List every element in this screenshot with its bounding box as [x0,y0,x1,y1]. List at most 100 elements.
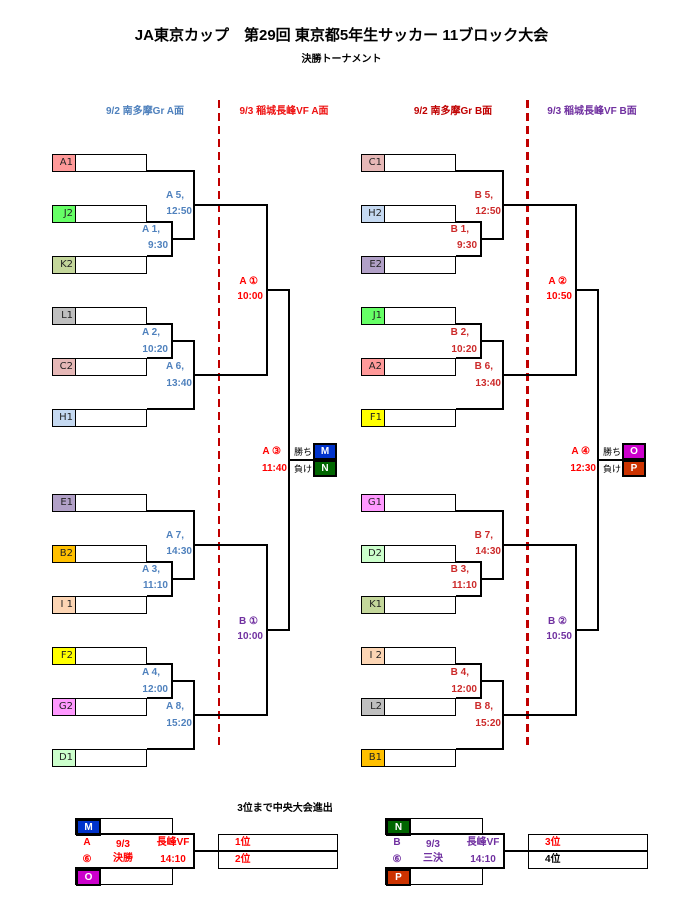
bracket-line [147,255,173,257]
match-label: A 8, [166,701,184,712]
match-label: A 6, [166,361,184,372]
team-slot: C1 [361,154,456,172]
bracket-line [147,663,173,665]
bracket-line [147,323,173,325]
bracket-line [147,408,195,410]
match-label: A 5, [166,190,184,201]
loser-code-box: P [622,460,646,477]
bracket-line [385,867,505,869]
team-seed-label: C1 [362,155,385,171]
result-place-label: 3位 [545,837,561,848]
bracket-line [456,408,504,410]
bracket-line [503,544,577,546]
team-seed-label: J2 [53,206,76,222]
team-seed-label: A1 [53,155,76,171]
team-seed-label: B2 [53,546,76,562]
day-divider-line-b [526,100,529,748]
match-time: 9:30 [456,240,477,251]
final-venue: 長峰VF [156,837,190,848]
semifinal-time: 10:00 [237,631,263,642]
bracket-line [481,340,504,342]
match-time: 10:20 [451,344,477,355]
match-label: B 7, [474,530,493,541]
final-slot-bottom: P [385,868,483,886]
final-slot-top-code: M [76,819,101,836]
bracket-line [147,561,173,563]
team-seed-label: L1 [53,308,76,324]
team-slot: K1 [361,596,456,614]
result-place-label: 2位 [235,854,251,865]
lose-label: 負け [603,464,622,474]
bracket-line [456,255,482,257]
bracket-line [456,663,482,665]
bracket-line [576,629,599,631]
bracket-line [456,221,482,223]
team-seed-label: E1 [53,495,76,511]
block-final-label: A ④ [571,446,590,457]
bracket-line [481,578,504,580]
bracket-line [75,833,195,835]
lose-label: 負け [294,464,313,474]
final-venue: 長峰VF [466,837,500,848]
match-label: B 4, [450,667,469,678]
match-time: 12:50 [475,206,501,217]
match-time: 13:40 [475,378,501,389]
team-seed-label: K2 [53,257,76,273]
team-slot: B2 [52,545,147,563]
team-slot: J1 [361,307,456,325]
team-seed-label: K1 [362,597,385,613]
bracket-line [147,748,195,750]
team-slot: F2 [52,647,147,665]
bracket-line [172,238,195,240]
column-header-day1-b: 9/2 南多摩Gr B面 [413,106,493,117]
final-slot-bottom: O [75,868,173,886]
match-time: 10:20 [142,344,168,355]
bracket-line [576,289,599,291]
block-final-time: 11:40 [261,463,287,474]
final-match-number: ⑥ [392,854,402,865]
match-label: A 1, [142,224,160,235]
team-slot: L2 [361,698,456,716]
page-subtitle: 決勝トーナメント [301,54,382,65]
semifinal-time: 10:50 [546,631,572,642]
team-slot: A1 [52,154,147,172]
match-time: 15:20 [166,718,192,729]
team-seed-label: D1 [53,750,76,766]
match-time: 11:10 [451,580,477,591]
bracket-line [147,697,173,699]
semifinal-label: B ① [239,616,258,627]
team-slot: C2 [52,358,147,376]
match-label: B 2, [450,327,469,338]
match-time: 12:50 [166,206,192,217]
team-slot: E1 [52,494,147,512]
team-seed-label: I 1 [53,597,76,613]
bracket-line [481,680,504,682]
team-slot: A2 [361,358,456,376]
bracket-line [456,323,482,325]
result-place-label: 4位 [545,854,561,865]
bracket-line [456,170,504,172]
team-seed-label: B1 [362,750,385,766]
match-label: A 4, [142,667,160,678]
final-slot-top-code: N [386,819,411,836]
team-seed-label: H2 [362,206,385,222]
final-slot-bottom-code: P [386,869,411,886]
block-final-label: A ③ [262,446,281,457]
final-match-number: ⑥ [82,854,92,865]
bracket-line [267,629,290,631]
bracket-line [504,850,529,852]
match-time: 14:30 [475,546,501,557]
team-slot: H2 [361,205,456,223]
bracket-line [503,714,577,716]
bracket-line [147,170,195,172]
team-seed-label: L2 [362,699,385,715]
bracket-line [147,357,173,359]
team-seed-label: F1 [362,410,385,426]
match-time: 13:40 [166,378,192,389]
win-label: 勝ち [603,447,622,457]
team-slot: K2 [52,256,147,274]
team-seed-label: I 2 [362,648,385,664]
bracket-line [456,697,482,699]
team-slot: G1 [361,494,456,512]
bracket-line [75,867,195,869]
